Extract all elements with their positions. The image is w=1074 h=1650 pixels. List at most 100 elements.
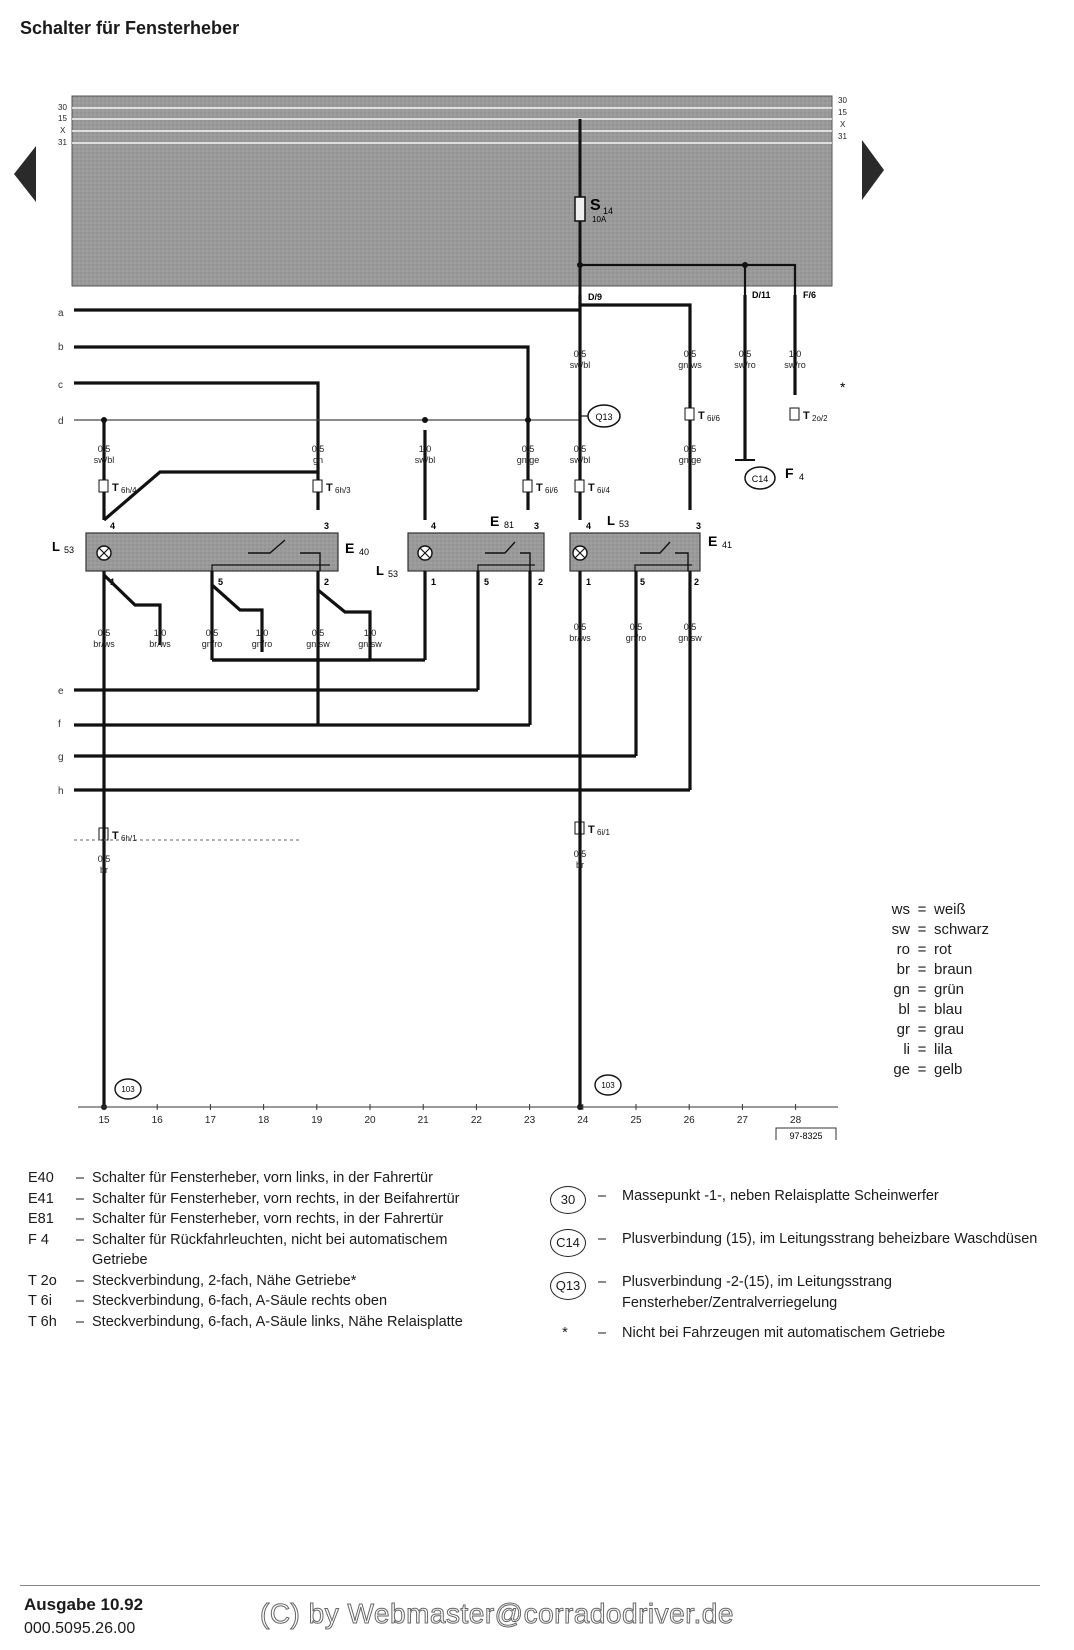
svg-text:0,5: 0,5 (630, 622, 643, 632)
node-c14: C14 (735, 459, 776, 490)
svg-text:0,5: 0,5 (312, 444, 325, 454)
track-number: 18 (258, 1115, 270, 1126)
svg-text:0,5: 0,5 (98, 854, 111, 864)
svg-text:sw/bl: sw/bl (415, 455, 436, 465)
rail-label: X (60, 126, 66, 135)
edition: Ausgabe 10.92 (24, 1595, 144, 1614)
svg-text:0,5: 0,5 (312, 628, 325, 638)
ground-103-right: 103 (594, 1074, 622, 1096)
track-number: 27 (737, 1115, 749, 1126)
svg-text:103: 103 (121, 1085, 135, 1094)
svg-text:a: a (58, 308, 64, 319)
svg-text:d: d (58, 416, 64, 427)
svg-text:sw/bl: sw/bl (94, 455, 115, 465)
next-page-arrow-icon[interactable] (862, 140, 884, 200)
svg-text:6h/1: 6h/1 (121, 834, 137, 843)
svg-text:L: L (376, 563, 384, 578)
svg-text:0,5: 0,5 (98, 628, 111, 638)
switch-e41: E 41 L 53 (569, 513, 732, 572)
track-number: 25 (630, 1115, 642, 1126)
svg-text:br/ws: br/ws (569, 633, 591, 643)
ground-103-left: 103 (114, 1078, 142, 1100)
svg-text:gn/sw: gn/sw (358, 639, 382, 649)
component-key-right: 30–Massepunkt -1-, neben Relaisplatte Sc… (550, 1186, 1050, 1344)
footer-rule (20, 1585, 1040, 1586)
svg-text:6h/4: 6h/4 (121, 486, 137, 495)
svg-text:E: E (345, 540, 354, 556)
svg-text:L: L (607, 513, 615, 528)
svg-text:h: h (58, 786, 64, 797)
svg-text:53: 53 (64, 545, 74, 555)
svg-text:5: 5 (484, 577, 489, 587)
svg-text:0,5: 0,5 (574, 849, 587, 859)
svg-text:0,5: 0,5 (522, 444, 535, 454)
svg-text:53: 53 (619, 519, 629, 529)
svg-text:1: 1 (586, 577, 591, 587)
svg-text:6i/1: 6i/1 (597, 828, 610, 837)
svg-text:C14: C14 (752, 474, 769, 484)
component-key-left: E40–Schalter für Fensterheber, vorn link… (28, 1170, 463, 1330)
svg-text:T: T (698, 410, 705, 422)
svg-text:4: 4 (799, 472, 804, 482)
svg-text:3: 3 (534, 521, 539, 531)
svg-text:6i/6: 6i/6 (707, 414, 720, 423)
track-number: 28 (790, 1115, 802, 1126)
prev-page-arrow-icon[interactable] (14, 146, 36, 202)
svg-text:6h/3: 6h/3 (335, 486, 351, 495)
svg-text:e: e (58, 686, 64, 697)
track-number: 23 (524, 1115, 536, 1126)
svg-text:gn/ge: gn/ge (517, 455, 540, 465)
svg-text:40: 40 (359, 547, 369, 557)
svg-text:2: 2 (694, 577, 699, 587)
svg-text:0,5: 0,5 (684, 444, 697, 454)
relay-pin: D/9 (588, 292, 602, 302)
svg-text:103: 103 (601, 1081, 615, 1090)
svg-text:14: 14 (603, 206, 613, 216)
svg-text:1,0: 1,0 (364, 628, 377, 638)
svg-text:T: T (326, 482, 333, 494)
node-q13: Q13 (587, 404, 621, 428)
rail-label: 30 (838, 96, 847, 105)
svg-text:gn/ro: gn/ro (626, 633, 647, 643)
wiring-diagram: 30 15 X 31 30 15 X 31 S 14 10A D/9 D/11 … (52, 95, 847, 1140)
svg-text:sw/ro: sw/ro (784, 360, 806, 370)
svg-text:gn/ro: gn/ro (252, 639, 273, 649)
svg-text:br/ws: br/ws (149, 639, 171, 649)
svg-text:T: T (536, 482, 543, 494)
svg-text:3: 3 (696, 521, 701, 531)
svg-text:Q13: Q13 (595, 412, 612, 422)
svg-text:41: 41 (722, 540, 732, 550)
svg-text:1,0: 1,0 (154, 628, 167, 638)
svg-text:6i/4: 6i/4 (597, 486, 610, 495)
svg-text:1: 1 (431, 577, 436, 587)
svg-text:2o/2: 2o/2 (812, 414, 828, 423)
rail-label: 31 (838, 132, 847, 141)
watermark: (C) by Webmaster@corradodriver.de (260, 1598, 734, 1630)
svg-text:3: 3 (324, 521, 329, 531)
svg-text:0,5: 0,5 (684, 622, 697, 632)
page-title: Schalter für Fensterheber (20, 18, 240, 38)
track-number: 19 (311, 1115, 323, 1126)
svg-text:b: b (58, 342, 64, 353)
svg-text:10A: 10A (592, 215, 607, 224)
track-number: 16 (152, 1115, 164, 1126)
svg-text:53: 53 (388, 569, 398, 579)
switch-e40: E 40 L 53 (52, 532, 369, 572)
svg-text:br/ws: br/ws (93, 639, 115, 649)
svg-text:4: 4 (431, 521, 436, 531)
relay-pin: F/6 (803, 290, 816, 300)
switch-e81: E 81 L 53 (376, 513, 545, 579)
svg-text:T: T (588, 824, 595, 836)
rail-label: X (840, 120, 846, 129)
svg-text:81: 81 (504, 520, 514, 530)
svg-text:1,0: 1,0 (419, 444, 432, 454)
svg-text:*: * (840, 379, 846, 395)
svg-text:4: 4 (110, 521, 115, 531)
svg-text:0,5: 0,5 (684, 349, 697, 359)
track-number: 17 (205, 1115, 217, 1126)
